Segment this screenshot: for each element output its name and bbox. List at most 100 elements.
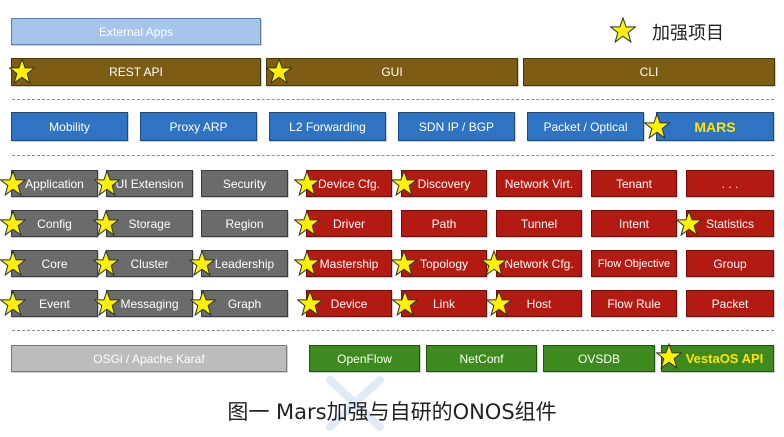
core-ellipsis: . . . [686,170,774,197]
separator-bottom [12,330,774,331]
core-cluster: Cluster [106,250,193,277]
star-icon [481,250,507,276]
core-flow-objective: Flow Objective [591,250,677,277]
star-icon [0,170,26,196]
star-icon [94,170,120,196]
core-network-cfg: Network Cfg. [496,250,582,277]
core-leadership: Leadership [201,250,288,277]
app-label-mars: MARS [694,118,736,135]
star-icon [0,250,26,276]
app-packet-optical: Packet / Optical [527,112,644,141]
core-path: Path [401,210,487,237]
star-icon [644,113,670,139]
core-label: Config [37,216,72,231]
core-graph: Graph [201,290,288,317]
core-application: Application [11,170,98,197]
sb-vestaos-api: VestaOS API [661,345,774,372]
star-icon [0,210,26,236]
core-core: Core [11,250,98,277]
star-icon [294,250,320,276]
core-host: Host [496,290,582,317]
core-label: Messaging [120,296,179,311]
core-device: Device [306,290,392,317]
core-driver: Driver [306,210,392,237]
core-label: Mastership [319,256,379,271]
core-messaging: Messaging [106,290,193,317]
core-packet: Packet [686,290,774,317]
core-label: Intent [618,216,650,231]
core-label: Topology [419,256,469,271]
core-label: Tunnel [520,216,558,231]
core-label: Event [39,296,70,311]
core-topology: Topology [401,250,487,277]
star-icon [189,250,215,276]
gui-label: GUI [381,65,403,79]
external-apps-box: External Apps [11,18,261,45]
app-l2-forwarding: L2 Forwarding [269,112,386,141]
sb-label: OpenFlow [337,351,392,366]
core-group: Group [686,250,774,277]
external-apps-label: External Apps [98,24,174,39]
core-label: Region [225,216,264,231]
core-device-cfg: Device Cfg. [306,170,392,197]
gui-box: GUI [266,58,518,86]
core-flow-rule: Flow Rule [591,290,677,317]
star-icon [190,290,216,316]
core-label: Graph [227,296,262,311]
app-sdn-ip-bgp: SDN IP / BGP [398,112,515,141]
figure-caption: 图一 Mars加强与自研的ONOS组件 [227,400,557,424]
sb-label: OVSDB [577,351,620,366]
separator-middle [12,155,774,156]
sb-label-vestaos: VestaOS API [685,351,764,366]
core-mastership: Mastership [306,250,392,277]
star-icon [93,210,119,236]
core-label: UI Extension [115,176,184,191]
core-label: Flow Objective [597,257,671,270]
core-security: Security [201,170,288,197]
core-label: Cluster [130,256,169,271]
platform-osgi-karaf: OSGi / Apache Karaf [11,345,287,372]
app-proxy-arp: Proxy ARP [140,112,257,141]
rest-api-label: REST API [109,65,163,79]
star-icon [656,343,682,369]
core-label: Leadership [214,256,275,271]
app-label: Proxy ARP [169,119,228,134]
app-label: Mobility [49,119,90,134]
core-tunnel: Tunnel [496,210,582,237]
cli-label: CLI [639,65,659,79]
star-icon [391,170,417,196]
sb-ovsdb: OVSDB [543,345,655,372]
core-label: Storage [128,216,171,231]
core-network-virt: Network Virt. [496,170,582,197]
star-icon [486,290,512,316]
star-icon [391,250,417,276]
core-label: Host [526,296,552,311]
star-icon [9,58,35,84]
core-label: Driver [333,216,365,231]
star-icon [0,290,26,316]
core-label: Discovery [417,176,471,191]
sb-netconf: NetConf [426,345,537,372]
core-label: Device Cfg. [317,176,381,191]
watermark-logo [325,375,385,432]
core-intent: Intent [591,210,677,237]
core-label: Link [432,296,455,311]
core-label: Network Cfg. [504,256,574,271]
sb-openflow: OpenFlow [309,345,420,372]
separator-top [12,99,774,100]
platform-label: OSGi / Apache Karaf [93,351,205,366]
core-label: Security [222,176,267,191]
star-icon [392,290,418,316]
core-discovery: Discovery [401,170,487,197]
app-mars: MARS [656,112,774,141]
core-statistics: Statistics [686,210,774,237]
star-icon [93,250,119,276]
core-link: Link [401,290,487,317]
core-label: Application [25,176,84,191]
core-label: Network Virt. [504,176,574,191]
rest-api-box: REST API [11,58,261,86]
core-label: Path [431,216,457,231]
star-icon [294,170,320,196]
app-mobility: Mobility [11,112,128,141]
legend-label: 加强项目 [652,23,724,44]
